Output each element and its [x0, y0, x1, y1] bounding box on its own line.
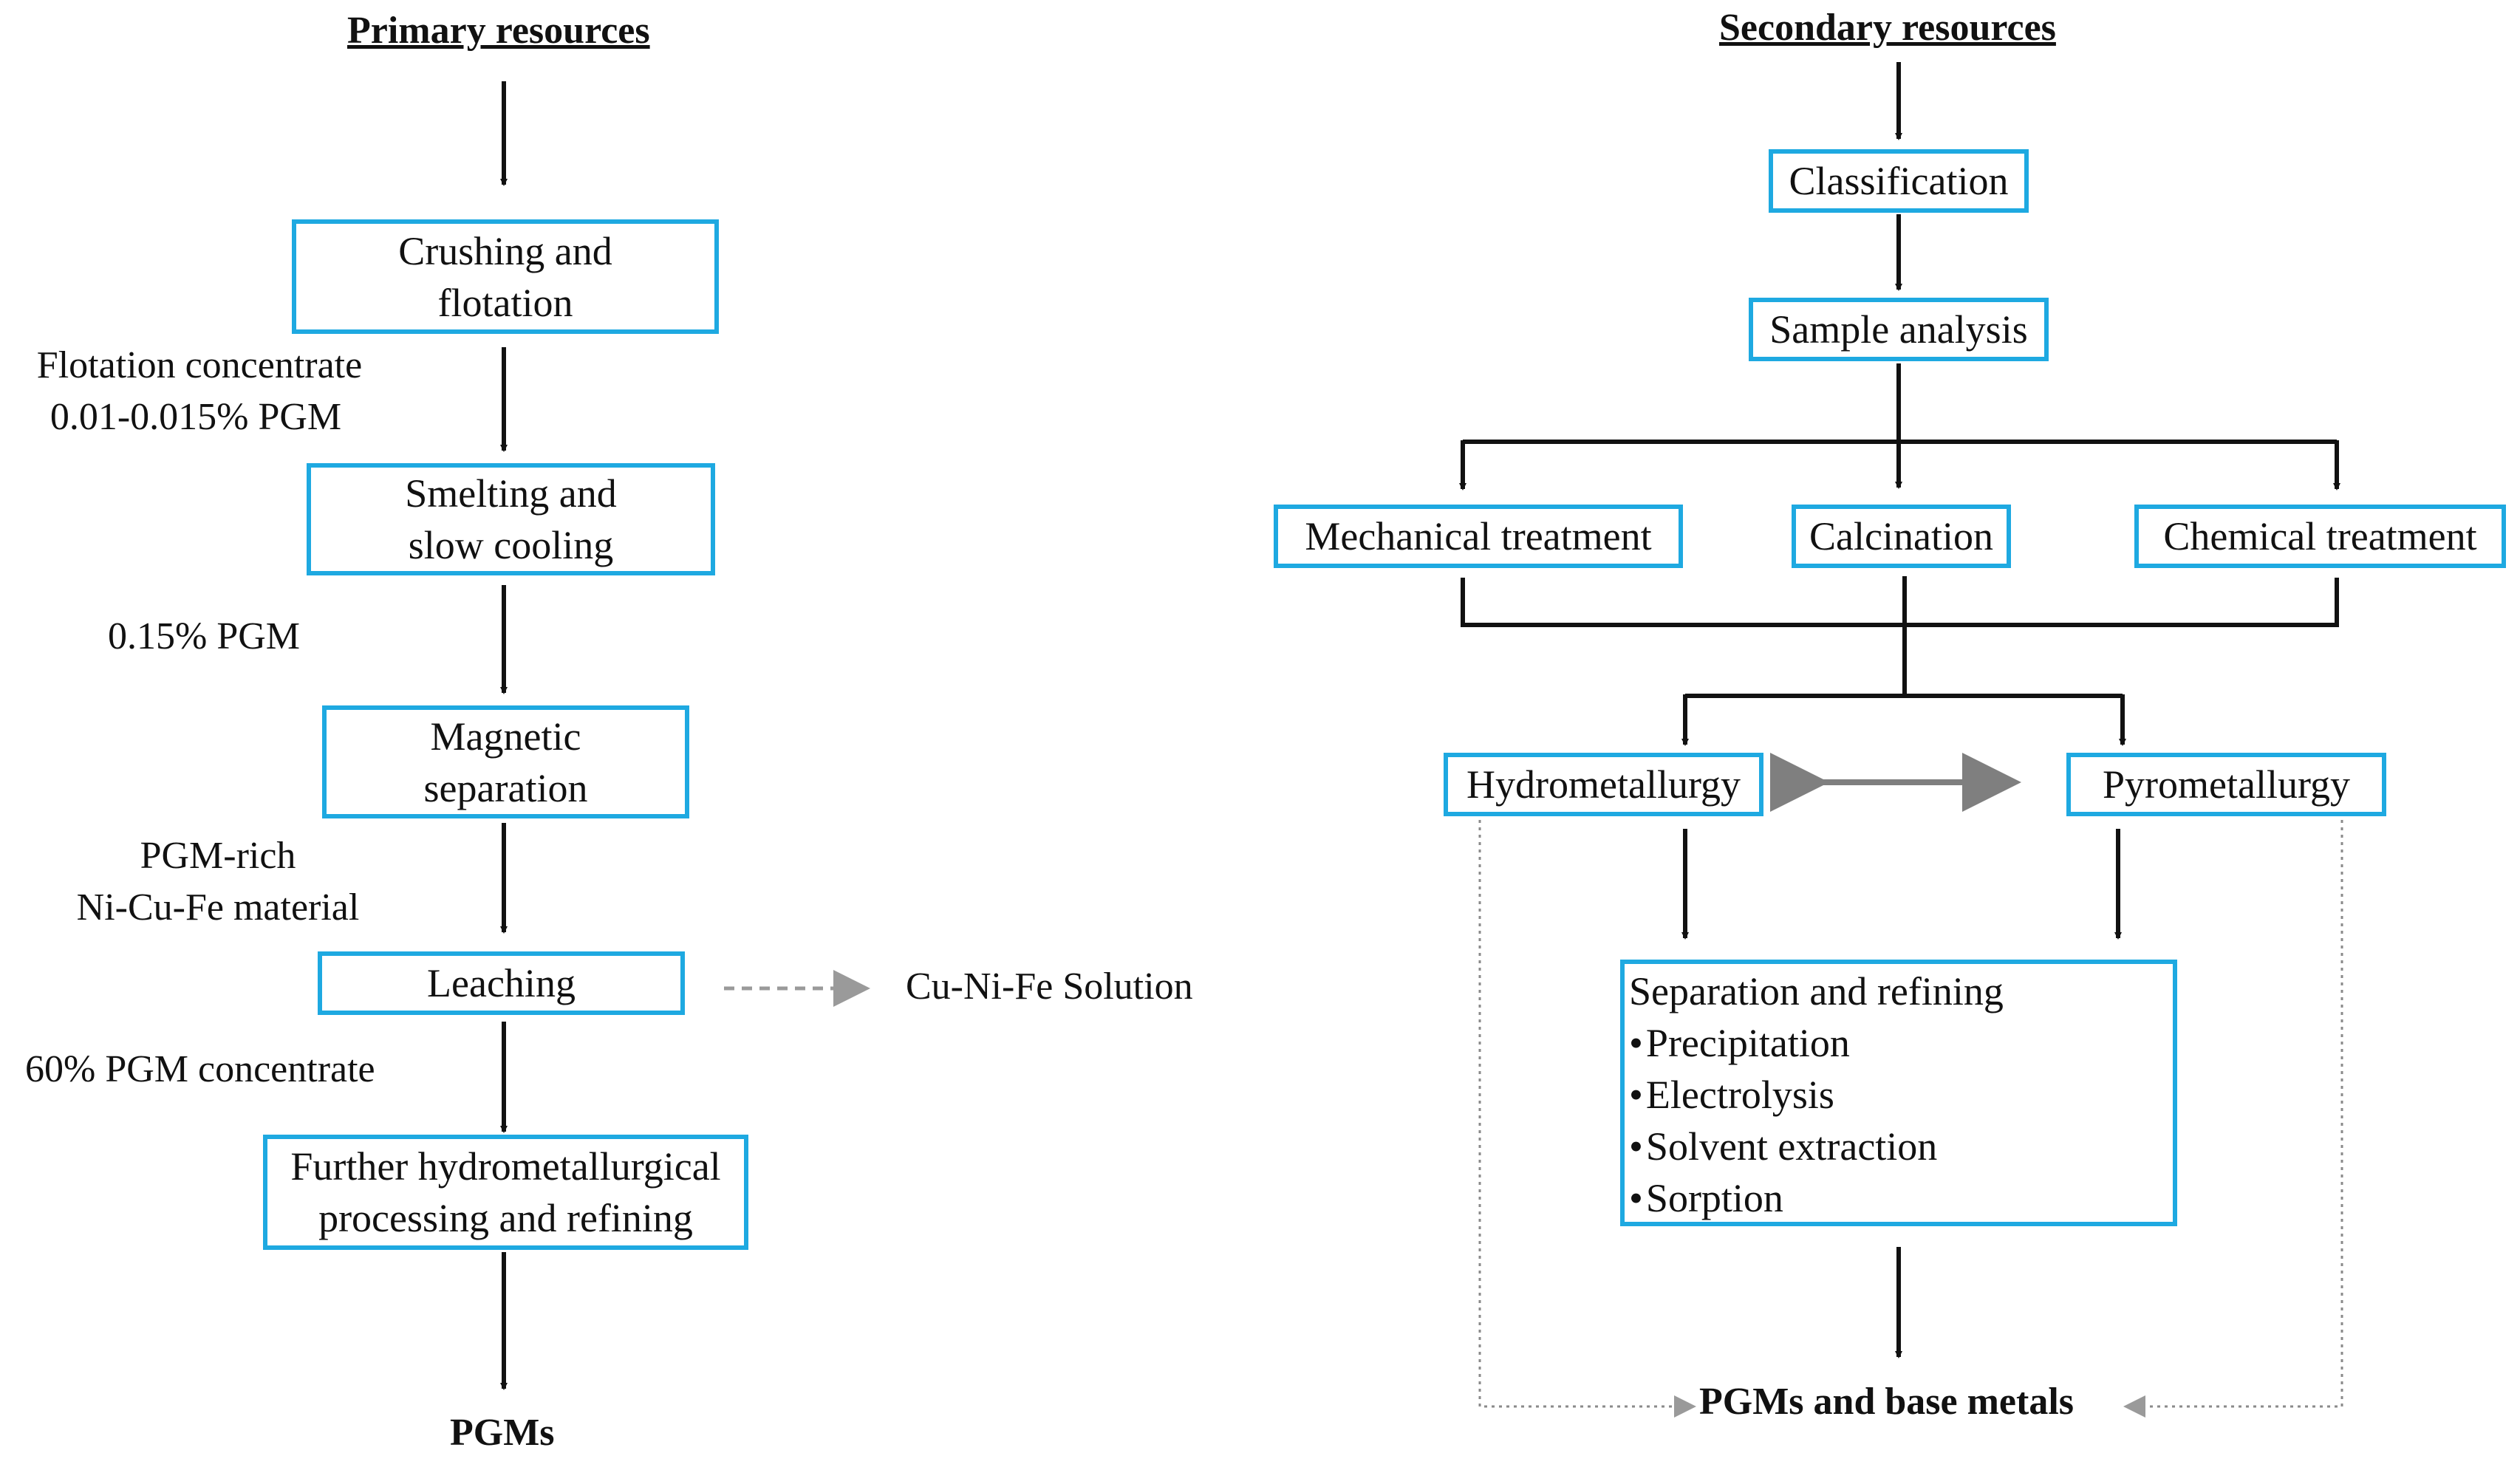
pgm-60-label: 60% PGM concentrate — [25, 1048, 375, 1090]
separation-refining-box: Separation and refining Precipitation El… — [1620, 960, 2177, 1226]
pgm-rich-label: PGM-rich Ni-Cu-Fe material — [76, 835, 360, 929]
refining-title: Separation and refining — [1629, 969, 2004, 1013]
primary-resources-heading: Primary resources — [347, 10, 650, 52]
dotted-hydro-bypass — [1478, 820, 1696, 1418]
refining-item: Solvent extraction — [1629, 1121, 2004, 1172]
calcination-box: Calcination — [1792, 505, 2011, 568]
mechanical-treatment-box: Mechanical treatment — [1274, 505, 1683, 568]
pgm-015-label: 0.15% PGM — [108, 615, 301, 657]
cu-ni-fe-solution-label: Cu-Ni-Fe Solution — [906, 965, 1193, 1008]
dotted-pyro-bypass — [2123, 820, 2343, 1418]
classification-box: Classification — [1769, 149, 2029, 213]
secondary-resources-heading: Secondary resources — [1719, 7, 2056, 49]
flotation-concentrate-label: Flotation concentrate 0.01-0.015% PGM — [36, 344, 363, 438]
leaching-box: Leaching — [318, 951, 685, 1015]
pgms-output: PGMs — [450, 1412, 555, 1454]
refining-item: Electrolysis — [1629, 1069, 2004, 1121]
hydrometallurgy-box: Hydrometallurgy — [1444, 753, 1763, 816]
pyrometallurgy-box: Pyrometallurgy — [2066, 753, 2386, 816]
chemical-treatment-box: Chemical treatment — [2134, 505, 2506, 568]
refining-item: Precipitation — [1629, 1017, 2004, 1069]
pgms-base-metals-output: PGMs and base metals — [1699, 1381, 2074, 1423]
refining-item: Sorption — [1629, 1172, 2004, 1224]
sample-analysis-box: Sample analysis — [1749, 298, 2049, 361]
